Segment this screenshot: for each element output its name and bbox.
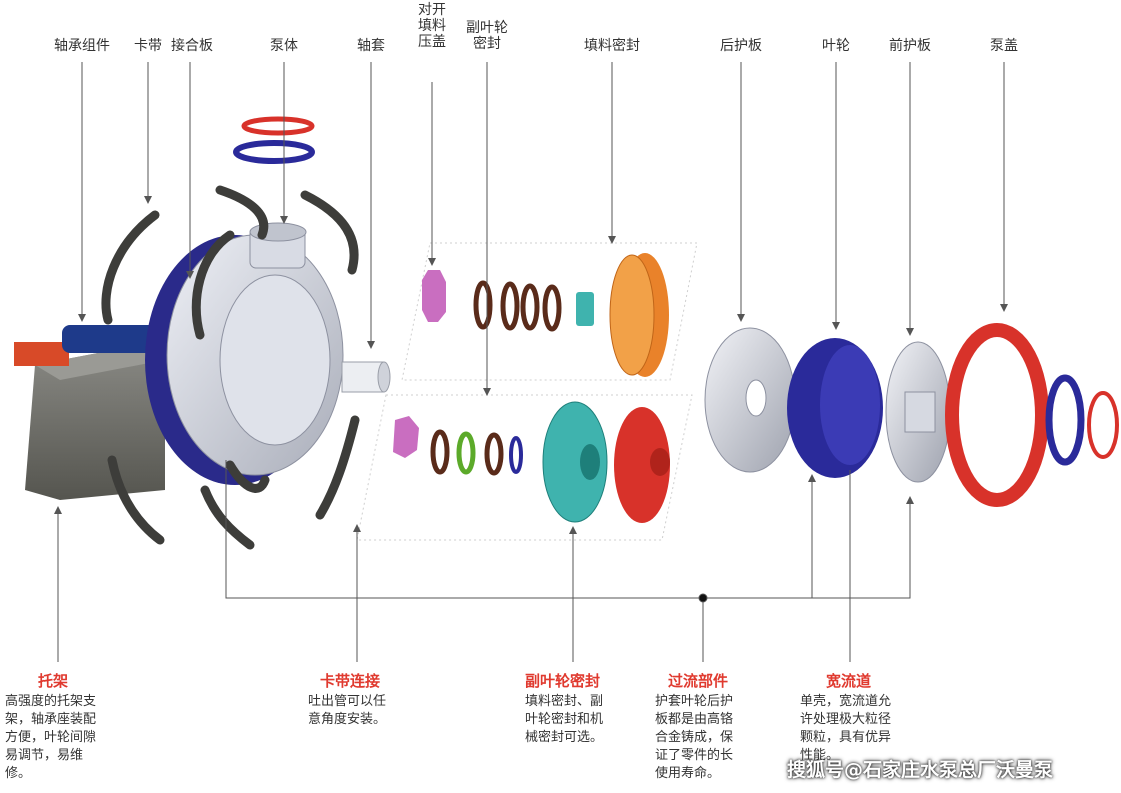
callout-frame-desc: 高强度的托架支 架，轴承座装配 方便，叶轮间隙 易调节，易维 修。 xyxy=(5,694,97,781)
packing-seal-parts xyxy=(422,253,669,377)
watermark: 搜狐号@石家庄水泵总厂沃曼泵 xyxy=(787,759,1054,781)
label-pump-cover: 泵盖 xyxy=(990,38,1018,54)
label-adapter-plate: 接合板 xyxy=(171,38,213,54)
front-liner xyxy=(885,341,951,483)
back-liner xyxy=(704,327,796,473)
label-split-gland-line1: 对开 xyxy=(418,2,446,18)
label-pump-body: 泵体 xyxy=(270,38,298,54)
label-split-gland-line3: 压盖 xyxy=(418,34,446,50)
label-split-gland: 对开 填料 压盖 xyxy=(418,2,446,50)
label-clamp-band: 卡带 xyxy=(134,38,162,54)
bearing-frame xyxy=(14,325,165,500)
callout-clamp-desc: 吐出管可以任 意角度安装。 xyxy=(308,694,387,727)
leader-lines-top xyxy=(78,62,1008,396)
impeller xyxy=(787,338,883,478)
callout-clamp: 卡带连接 吐出管可以任 意角度安装。 xyxy=(308,671,418,729)
seal-rings-top xyxy=(233,116,315,164)
callout-wet-parts-desc: 护套叶轮后护 板都是由高铬 合金铸成，保 证了零件的长 使用寿命。 xyxy=(655,694,734,781)
leader-lines-bottom xyxy=(54,460,914,662)
clamp-band-parts xyxy=(101,185,360,550)
label-packing-seal: 填料密封 xyxy=(584,38,640,54)
label-shaft-sleeve: 轴套 xyxy=(357,38,385,54)
label-impeller: 叶轮 xyxy=(822,38,850,54)
pump-body xyxy=(145,222,344,485)
callout-wide-passage-desc: 单壳，宽流道允 许处理极大粒径 颗粒，具有优异 性能。 xyxy=(800,694,892,763)
callout-wet-parts-title: 过流部件 xyxy=(668,672,729,690)
callout-expeller-title: 副叶轮密封 xyxy=(525,672,601,690)
callout-frame: 托架 高强度的托架支 架，轴承座装配 方便，叶轮间隙 易调节，易维 修。 xyxy=(5,671,125,783)
callout-clamp-title: 卡带连接 xyxy=(320,672,381,690)
callout-wide-passage-title: 宽流道 xyxy=(826,672,872,690)
seal-option-box-upper xyxy=(401,242,698,381)
label-split-gland-line2: 填料 xyxy=(418,18,446,34)
callout-frame-title: 托架 xyxy=(38,672,69,690)
shaft-sleeve xyxy=(341,361,391,393)
label-front-liner: 前护板 xyxy=(889,38,931,54)
expeller-seal-parts xyxy=(393,401,670,523)
label-expeller-seal: 副叶轮 密封 xyxy=(466,20,508,52)
label-expeller-seal-line1: 副叶轮 xyxy=(466,20,508,36)
callout-expeller-desc: 填料密封、副 叶轮密封和机 械密封可选。 xyxy=(525,694,604,745)
label-bearing-assembly: 轴承组件 xyxy=(54,38,110,54)
label-expeller-seal-line2: 密封 xyxy=(473,36,501,52)
label-back-liner: 后护板 xyxy=(720,38,762,54)
callout-expeller: 副叶轮密封 填料密封、副 叶轮密封和机 械密封可选。 xyxy=(525,671,635,747)
pump-cover xyxy=(945,323,1119,507)
callout-wide-passage: 宽流道 单壳，宽流道允 许处理极大粒径 颗粒，具有优异 性能。 xyxy=(800,671,920,765)
callout-wet-parts: 过流部件 护套叶轮后护 板都是由高铬 合金铸成，保 证了零件的长 使用寿命。 xyxy=(655,671,765,783)
